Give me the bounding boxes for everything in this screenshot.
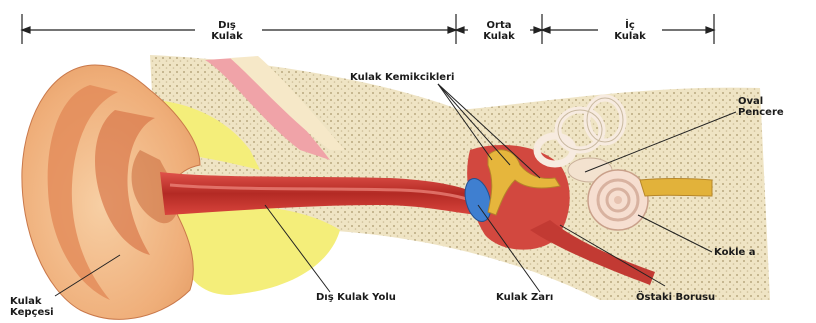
- cartilage-lower: [175, 205, 340, 295]
- label-eustachian-tube: Östaki Borusu: [636, 292, 715, 303]
- label-ossicles: Kulak Kemikcikleri: [350, 72, 454, 83]
- auditory-nerve: [640, 179, 712, 197]
- label-oval-window: Oval Pencere: [738, 96, 784, 118]
- region-label-middle-ear: Orta Kulak: [466, 20, 532, 42]
- label-pinna: Kulak Kepçesi: [10, 296, 54, 318]
- region-label-inner-ear: İç Kulak: [598, 20, 662, 42]
- cochlea: [588, 170, 648, 230]
- label-cochlea: Kokle a: [714, 247, 756, 258]
- region-label-outer-ear: Dış Kulak: [191, 20, 263, 42]
- label-ear-canal: Dış Kulak Yolu: [316, 292, 396, 303]
- label-eardrum: Kulak Zarı: [496, 292, 553, 303]
